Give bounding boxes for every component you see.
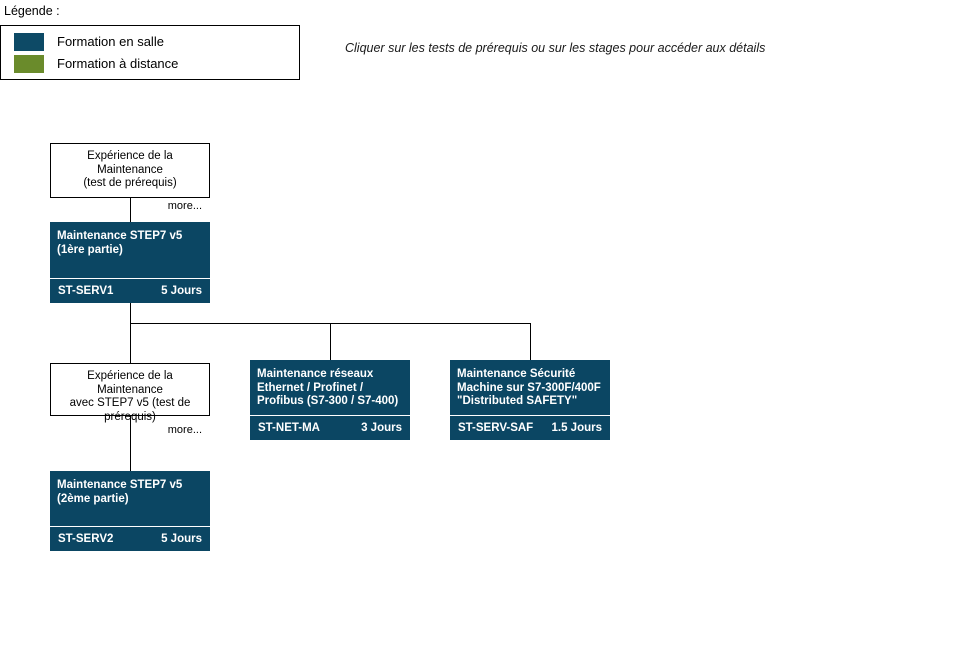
course-st-serv1-duration: 5 Jours [161,285,202,297]
course-st-serv2[interactable]: Maintenance STEP7 v5 (2ème partie) ST-SE… [50,471,210,551]
prereq1-line2: (test de prérequis) [83,177,177,189]
course-st-serv1-title: Maintenance STEP7 v5 (1ère partie) [57,230,183,256]
legend-item-classroom: Formation en salle [14,32,164,52]
legend-title: Légende : [4,4,60,18]
connector-bus-to-servsaf [530,323,531,360]
prereq2-line1: Expérience de la Maintenance [87,370,173,396]
prereq2-line2: avec STEP7 v5 (test de [69,397,191,409]
legend-label-classroom: Formation en salle [57,34,164,49]
course-st-net-ma-footer: ST-NET-MA 3 Jours [250,415,410,440]
course-st-serv-saf-code: ST-SERV-SAF [458,422,534,434]
connector-prereq1-to-serv1 [130,198,131,222]
prereq1-line1: Expérience de la Maintenance [87,150,173,176]
course-st-serv2-title: Maintenance STEP7 v5 (2ème partie) [57,479,183,505]
course-st-serv1[interactable]: Maintenance STEP7 v5 (1ère partie) ST-SE… [50,222,210,303]
course-st-serv2-duration: 5 Jours [161,533,202,545]
connector-prereq2-to-serv2 [130,416,131,471]
click-hint-text: Cliquer sur les tests de prérequis ou su… [345,41,766,55]
legend-item-distance: Formation à distance [14,54,178,74]
connector-bus-to-prereq2 [130,323,131,363]
connector-serv1-stub [130,303,131,324]
prereq2-more-link[interactable]: more... [167,424,202,436]
course-st-net-ma-code: ST-NET-MA [258,422,320,434]
course-st-serv1-code: ST-SERV1 [58,285,114,297]
prereq-test-maintenance[interactable]: Expérience de la Maintenance (test de pr… [50,143,210,212]
course-st-serv-saf[interactable]: Maintenance Sécurité Machine sur S7-300F… [450,360,610,440]
course-st-serv1-footer: ST-SERV1 5 Jours [50,278,210,303]
legend-label-distance: Formation à distance [57,56,179,71]
legend-swatch-distance [14,55,44,73]
course-st-net-ma[interactable]: Maintenance réseaux Ethernet / Profinet … [250,360,410,440]
course-st-serv-saf-footer: ST-SERV-SAF 1.5 Jours [450,415,610,440]
course-st-serv-saf-title: Maintenance Sécurité Machine sur S7-300F… [457,368,601,407]
course-st-net-ma-duration: 3 Jours [361,422,402,434]
course-st-serv-saf-duration: 1.5 Jours [551,422,603,434]
course-st-serv2-footer: ST-SERV2 5 Jours [50,526,210,551]
prereq1-more-link[interactable]: more... [167,199,202,212]
course-st-net-ma-title: Maintenance réseaux Ethernet / Profinet … [257,368,399,407]
course-st-serv2-code: ST-SERV2 [58,533,114,545]
connector-bus-to-netma [330,323,331,360]
prereq2-line3: prérequis) [104,410,156,423]
legend-swatch-classroom [14,33,44,51]
prereq-test-maintenance-step7[interactable]: Expérience de la Maintenance avec STEP7 … [50,363,210,436]
legend-box: Formation en salle Formation à distance [0,25,300,80]
